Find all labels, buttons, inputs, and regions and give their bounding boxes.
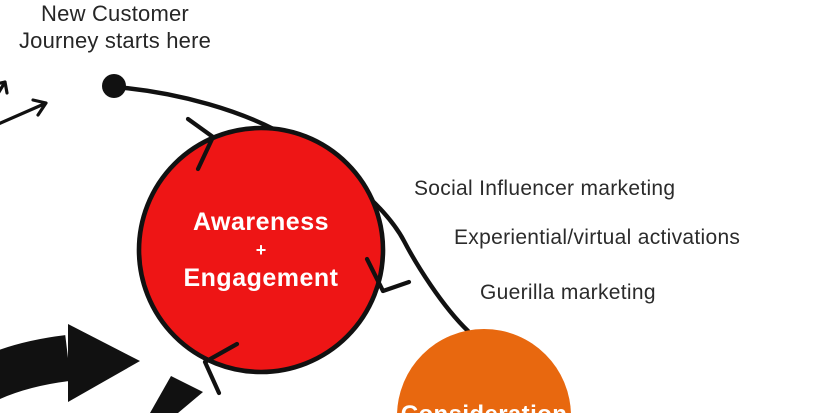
journey-start-label: New Customer Journey starts here: [18, 1, 212, 53]
direction-ticks: [185, 116, 412, 396]
small-arrow-lower-icon: [0, 98, 48, 125]
tactic-label-social-influencer: Social Influencer marketing: [414, 177, 676, 200]
tactic-label-guerilla: Guerilla marketing: [480, 281, 656, 304]
bold-curved-arrow: [0, 324, 140, 402]
consideration-stage-circle: [397, 329, 571, 413]
awareness-stage-circle: [136, 125, 386, 375]
direction-tick-bottom-icon: [202, 341, 240, 396]
small-sketch-arrows: [0, 80, 48, 125]
partial-arrowhead-icon: [150, 376, 203, 413]
tactic-label-experiential: Experiential/virtual activations: [454, 226, 741, 249]
journey-start-dot: [102, 74, 126, 98]
bold-arrow-head-icon: [68, 324, 140, 402]
direction-tick-top-icon: [185, 116, 216, 172]
awareness-subtitle: Engagement: [183, 263, 339, 292]
awareness-plus: +: [255, 239, 267, 260]
awareness-stage-label: Awareness + Engagement: [141, 130, 381, 370]
awareness-title: Awareness: [192, 207, 330, 236]
direction-tick-right-icon: [364, 256, 412, 294]
consideration-stage-label: Consideration: [384, 401, 584, 413]
small-arrow-upper-icon: [0, 80, 9, 95]
bold-arrow-body: [0, 335, 71, 399]
